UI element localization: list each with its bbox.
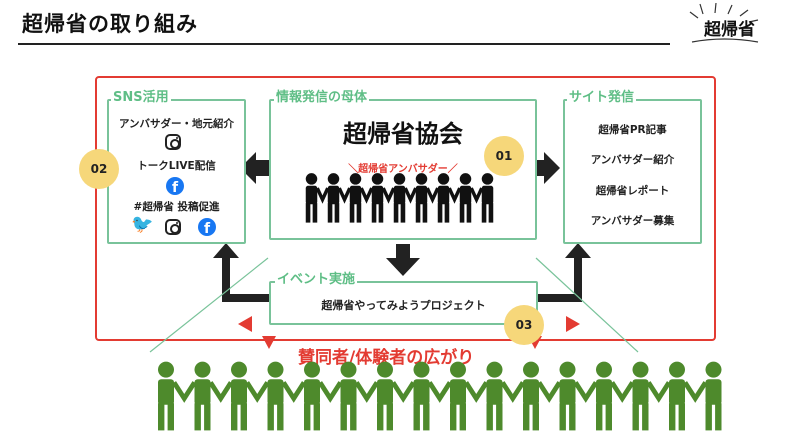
- facebook-icon[interactable]: f: [166, 177, 184, 195]
- outer-frame: [95, 76, 716, 341]
- green-line-left: [149, 257, 269, 353]
- person-figure: [304, 361, 343, 431]
- person-figure: [632, 361, 672, 431]
- person-figure: [377, 361, 416, 431]
- person-figure: [486, 361, 526, 431]
- arrow-to-site: [537, 152, 560, 184]
- badge-03: 03: [504, 305, 544, 345]
- twitter-icon[interactable]: 🐦: [131, 214, 154, 235]
- person-figure: [705, 361, 722, 431]
- site-item[interactable]: 超帰省PR記事: [598, 124, 667, 136]
- person-figure: [481, 173, 494, 223]
- badge-02: 02: [79, 149, 119, 189]
- green-line-right: [535, 257, 639, 353]
- red-triangle: [262, 336, 276, 349]
- arrow-to-event: [386, 244, 420, 276]
- supporter-figures: [158, 361, 722, 431]
- person-figure: [305, 173, 330, 223]
- logo-icon: [689, 2, 759, 43]
- person-figure: [415, 173, 440, 223]
- person-figure: [371, 173, 396, 223]
- person-figure: [340, 361, 380, 431]
- person-figure: [669, 361, 708, 431]
- person-figure: [450, 361, 489, 431]
- arrow-event-to-sns: [222, 256, 270, 302]
- sns-line-hashtag: #超帰省 投稿促進: [133, 201, 220, 213]
- person-figure: [437, 173, 462, 223]
- event-project: 超帰省やってみようプロジェクト: [321, 299, 486, 312]
- person-figure: [158, 361, 197, 431]
- ambassador-label: ＼超帰省アンバサダー／: [348, 164, 458, 175]
- logo-text: 超帰省: [704, 20, 755, 40]
- association-title: 超帰省協会: [343, 120, 463, 148]
- page-title: 超帰省の取り組み: [22, 12, 198, 36]
- person-figure: [459, 173, 484, 223]
- red-triangle: [238, 316, 252, 332]
- person-figure: [523, 361, 562, 431]
- sns-label: SNS活用: [111, 86, 171, 105]
- arrow-to-sns: [240, 152, 270, 184]
- person-figure: [413, 361, 453, 431]
- instagram-icon[interactable]: [165, 134, 181, 150]
- instagram-icon[interactable]: [165, 219, 181, 235]
- person-figure: [559, 361, 599, 431]
- event-label: イベント実施: [275, 268, 358, 287]
- site-item[interactable]: アンバサダー紹介: [590, 154, 675, 166]
- center-label: 情報発信の母体: [274, 86, 370, 105]
- sns-line-ambassador: アンバサダー・地元紹介: [118, 118, 235, 130]
- arrow-event-to-site: [538, 256, 582, 302]
- person-figure: [231, 361, 270, 431]
- title-divider: [18, 43, 670, 45]
- sns-line-live: トークLIVE配信: [137, 160, 216, 172]
- site-label: サイト発信: [567, 86, 637, 105]
- site-box: [563, 99, 702, 244]
- person-figure: [194, 361, 234, 431]
- site-item[interactable]: 超帰省レポート: [595, 185, 670, 197]
- event-box: [269, 281, 538, 325]
- person-figure: [596, 361, 635, 431]
- ambassador-figures: [305, 173, 494, 223]
- site-item[interactable]: アンバサダー募集: [590, 215, 675, 227]
- person-figure: [327, 173, 352, 223]
- facebook-icon[interactable]: f: [198, 218, 216, 236]
- person-figure: [349, 173, 374, 223]
- person-figure: [393, 173, 418, 223]
- red-triangle: [566, 316, 580, 332]
- person-figure: [267, 361, 307, 431]
- badge-01: 01: [484, 136, 524, 176]
